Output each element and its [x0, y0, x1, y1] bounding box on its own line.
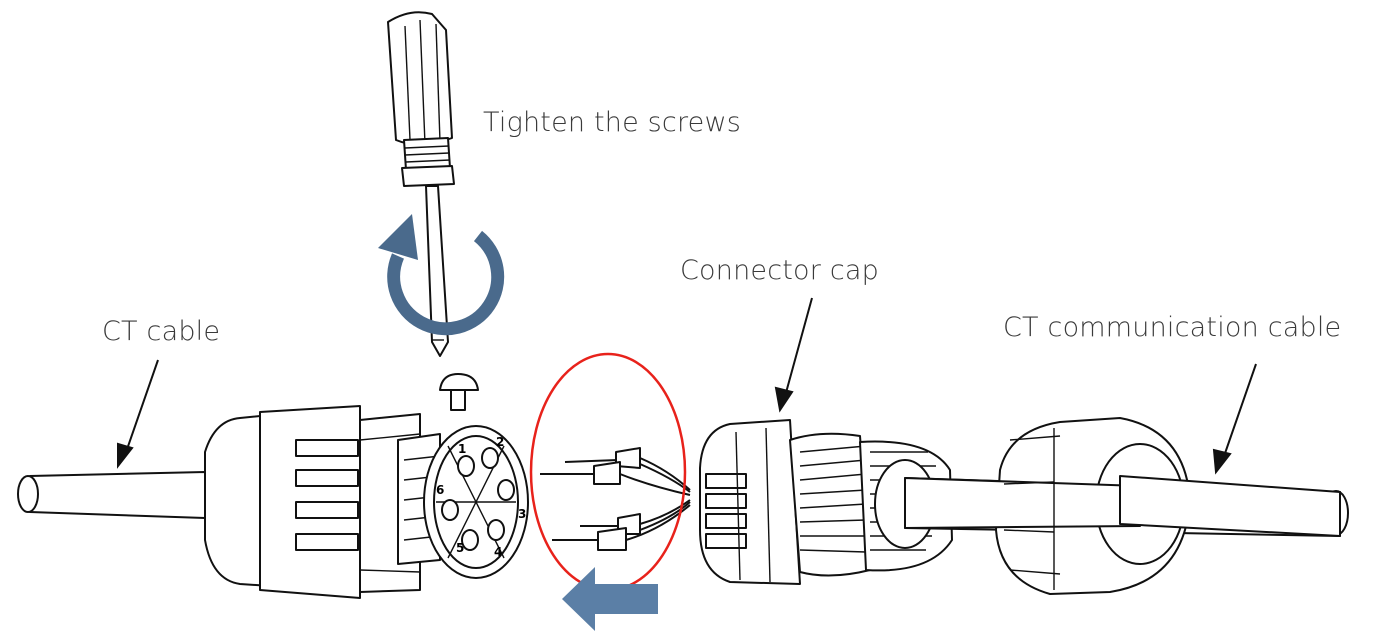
pin-number: 3: [518, 507, 526, 521]
pin-number: 4: [494, 545, 502, 559]
wire-ferrules: [540, 447, 691, 551]
pin-number: 2: [496, 435, 504, 449]
seal-nut: [904, 417, 1341, 595]
clockwise-rotation-arrow-icon: [378, 214, 505, 336]
left-arrow-icon: [562, 567, 658, 631]
screw: [439, 373, 479, 411]
pin-face: 1 2 3 4 5 6: [423, 425, 529, 579]
ct-cable-left: [17, 471, 206, 519]
pin-number: 5: [456, 541, 464, 555]
ct-communication-cable-label: CT communication cable: [1003, 312, 1342, 343]
connector-body-left: [204, 405, 441, 599]
tighten-screws-label: Tighten the screws: [483, 107, 742, 138]
pin-number: 1: [458, 442, 466, 456]
pointer-arrows: [117, 297, 1257, 475]
connector-cap-label: Connector cap: [680, 255, 879, 286]
screwdriver: [387, 11, 455, 357]
ct-cable-label: CT cable: [102, 316, 221, 347]
pin-number: 6: [436, 483, 444, 497]
